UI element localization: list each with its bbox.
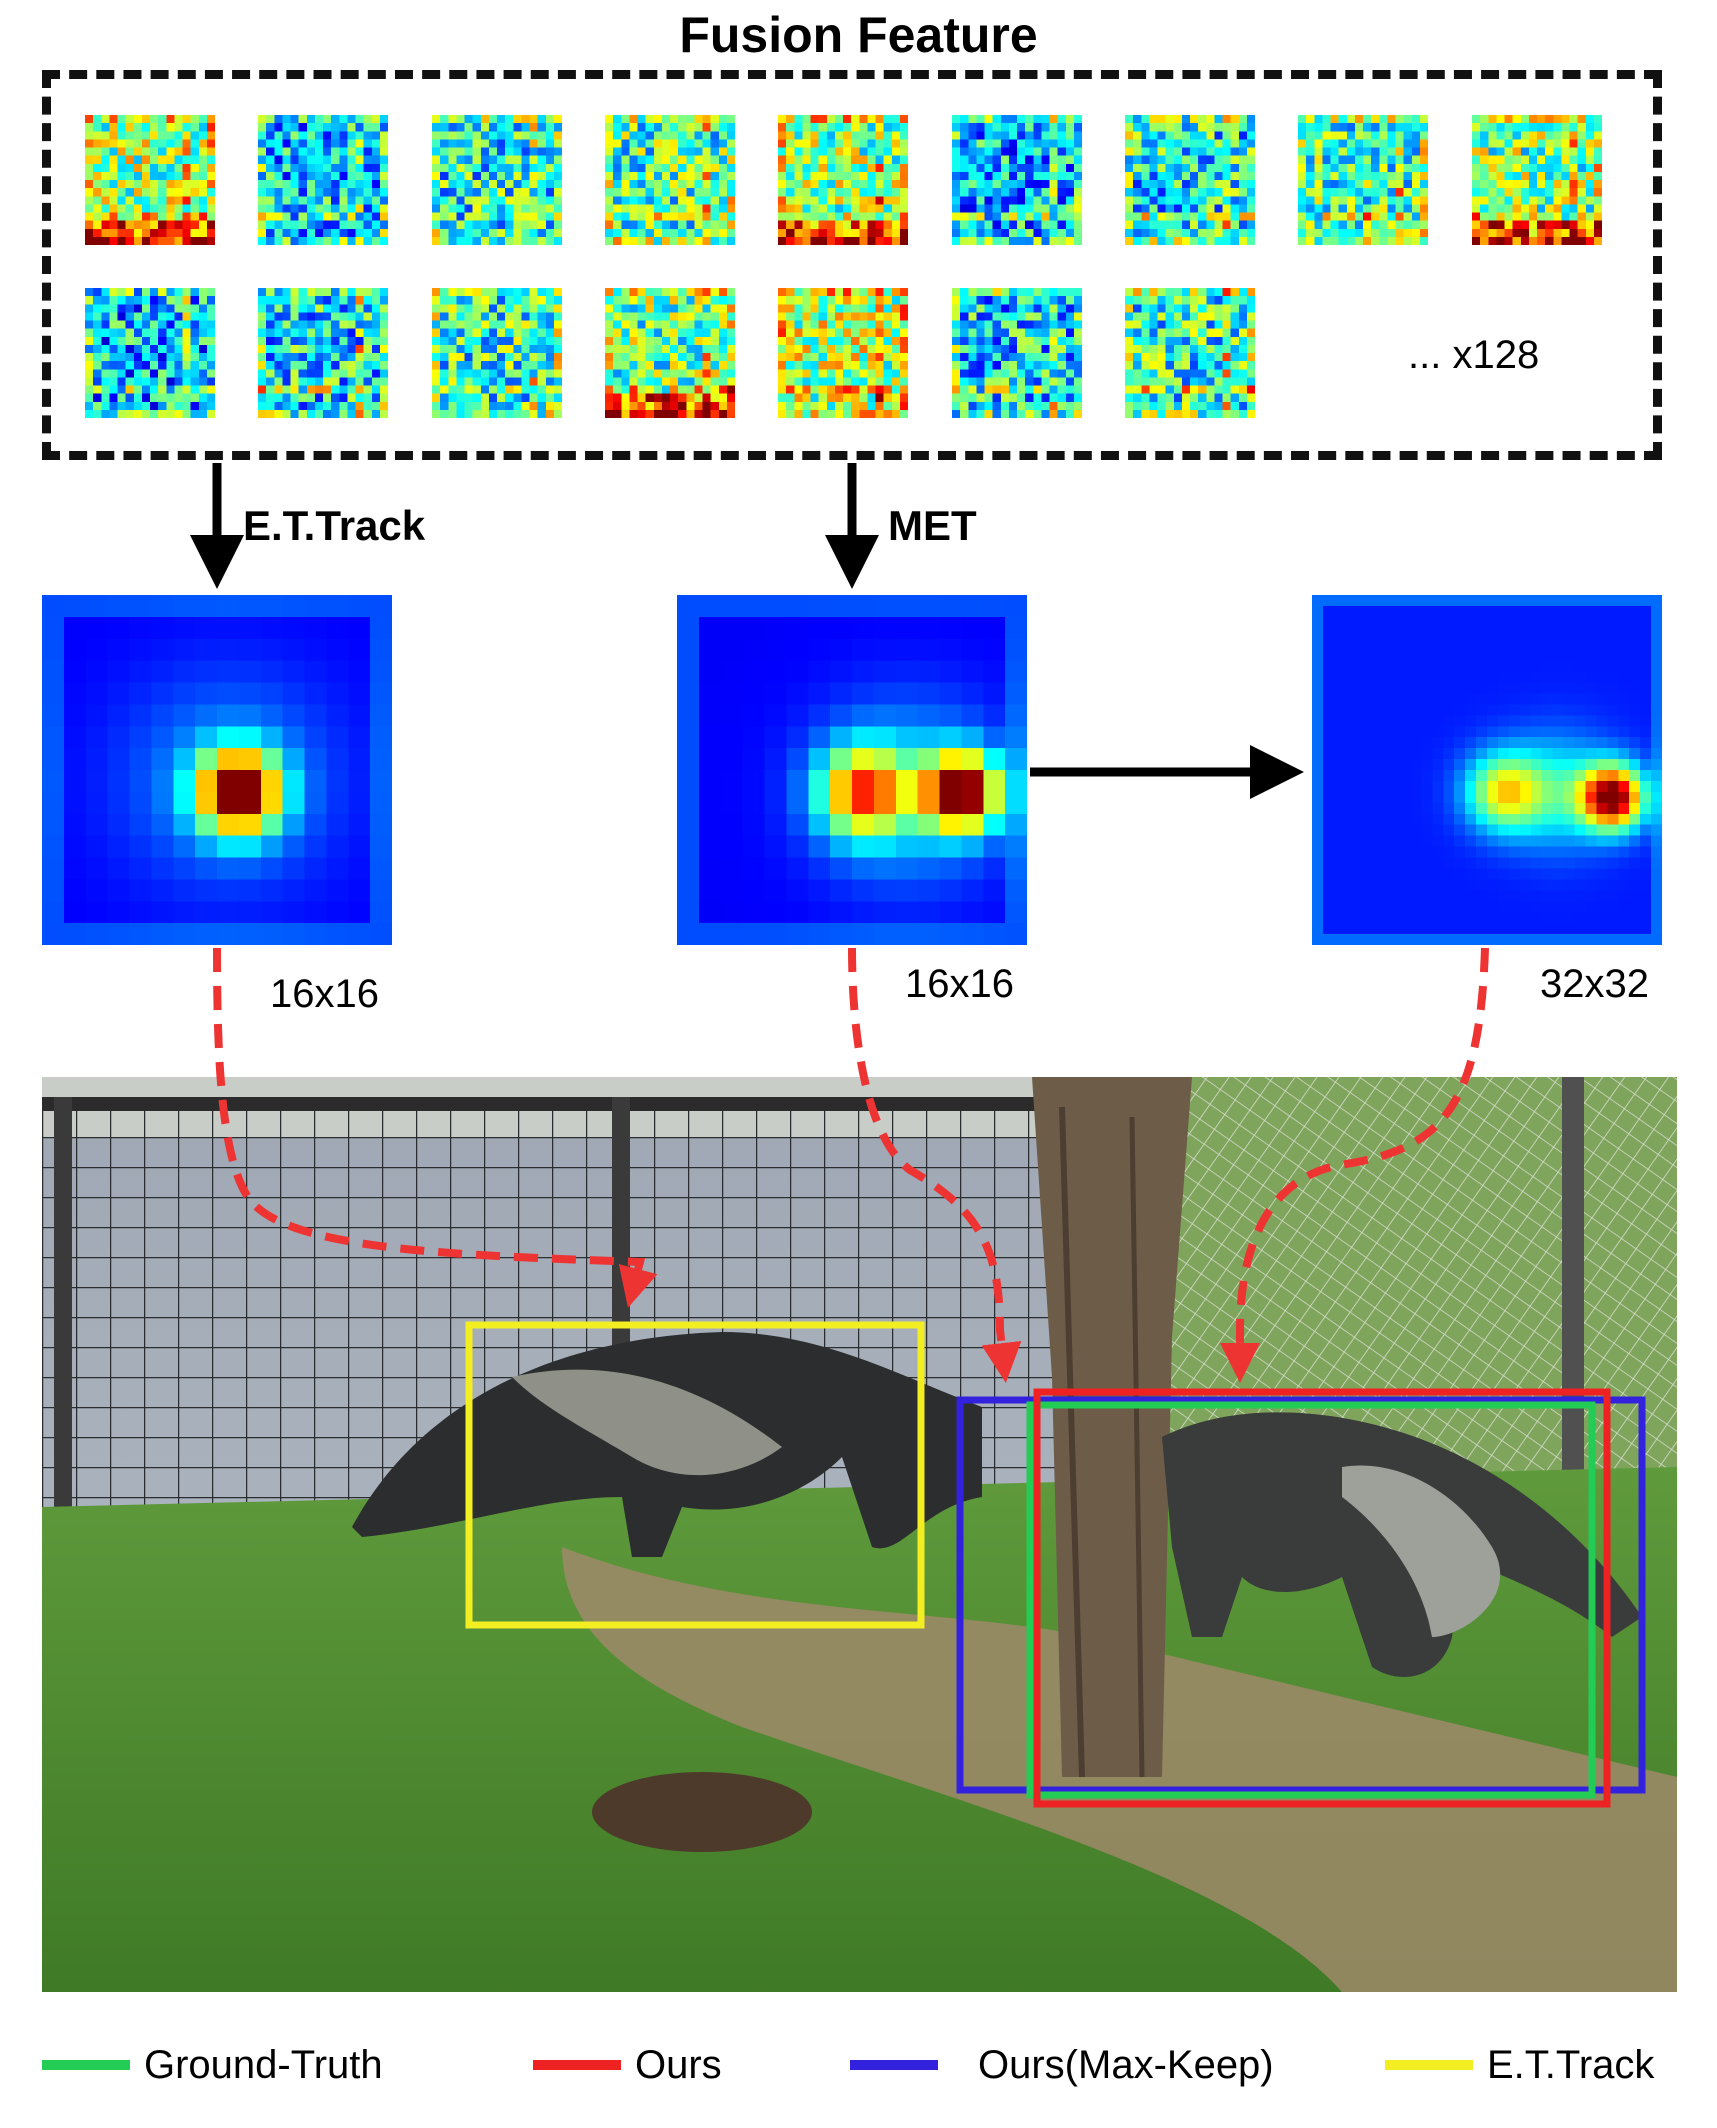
method-label-et-track: E.T.Track: [243, 502, 426, 549]
feature-map-heatmap: [952, 288, 1082, 418]
feature-map-heatmap: [432, 288, 562, 418]
feature-map-heatmap: [1298, 115, 1428, 245]
feature-map-tile: [1125, 115, 1255, 245]
feature-map-heatmap: [1125, 115, 1255, 245]
legend-item-ours-max-keep: Ours(Max-Keep): [850, 2030, 1274, 2100]
feature-map-heatmap: [85, 288, 215, 418]
feature-map-heatmap: [1472, 115, 1602, 245]
feature-map-heatmap: [258, 288, 388, 418]
feature-map-tile: [1298, 115, 1428, 245]
feature-map-tile: [605, 288, 735, 418]
legend-label: E.T.Track: [1487, 2042, 1655, 2087]
feature-map-heatmap: [952, 115, 1082, 245]
feature-map-tile: [1472, 115, 1602, 245]
feature-map-heatmap: [85, 115, 215, 245]
feature-map-tile: [952, 288, 1082, 418]
legend-swatch: [1385, 2060, 1473, 2070]
size-label-upsampled: 32x32: [1540, 962, 1649, 1006]
feature-map-tile: [432, 288, 562, 418]
legend-label: Ours(Max-Keep): [978, 2042, 1274, 2087]
feature-map-tile: [952, 115, 1082, 245]
feature-count-label: ... x128: [1408, 333, 1540, 377]
feature-map-tile: [85, 115, 215, 245]
size-label-met: 16x16: [905, 962, 1014, 1006]
legend-swatch: [850, 2060, 938, 2070]
heatmap-met: [677, 595, 1027, 945]
legend-swatch: [42, 2060, 130, 2070]
feature-map-tile: [778, 115, 908, 245]
size-label-et-track: 16x16: [270, 972, 379, 1016]
legend-label: Ground-Truth: [144, 2042, 383, 2087]
heatmap-et-track: [42, 595, 392, 945]
feature-map-tile: [258, 115, 388, 245]
legend-item-ours: Ours: [533, 2030, 722, 2100]
feature-map-tile: [432, 115, 562, 245]
feature-map-heatmap: [1125, 288, 1255, 418]
legend: Ground-Truth Ours Ours(Max-Keep) E.T.Tra…: [0, 2030, 1717, 2100]
legend-item-et-track: E.T.Track: [1385, 2030, 1654, 2100]
feature-map-tile: [85, 288, 215, 418]
feature-map-tile: [778, 288, 908, 418]
feature-map-heatmap: [432, 115, 562, 245]
tracking-scene-photo: [42, 1077, 1677, 1992]
legend-label: Ours: [635, 2042, 722, 2087]
fusion-feature-box: [42, 70, 1662, 460]
feature-map-tile: [605, 115, 735, 245]
feature-map-heatmap: [605, 288, 735, 418]
heatmap-upsampled: [1312, 595, 1662, 945]
feature-map-heatmap: [258, 115, 388, 245]
feature-map-heatmap: [778, 115, 908, 245]
feature-map-heatmap: [778, 288, 908, 418]
feature-map-tile: [258, 288, 388, 418]
legend-swatch: [533, 2060, 621, 2070]
met-response-map: [677, 595, 1027, 945]
feature-map-heatmap: [605, 115, 735, 245]
scene-illustration: [42, 1077, 1677, 1992]
et-track-response-map: [42, 595, 392, 945]
feature-map-tile: [1125, 288, 1255, 418]
legend-item-ground-truth: Ground-Truth: [42, 2030, 383, 2100]
figure-title: Fusion Feature: [679, 7, 1038, 63]
upsampled-response-map: [1312, 595, 1662, 945]
method-label-met: MET: [888, 502, 977, 549]
